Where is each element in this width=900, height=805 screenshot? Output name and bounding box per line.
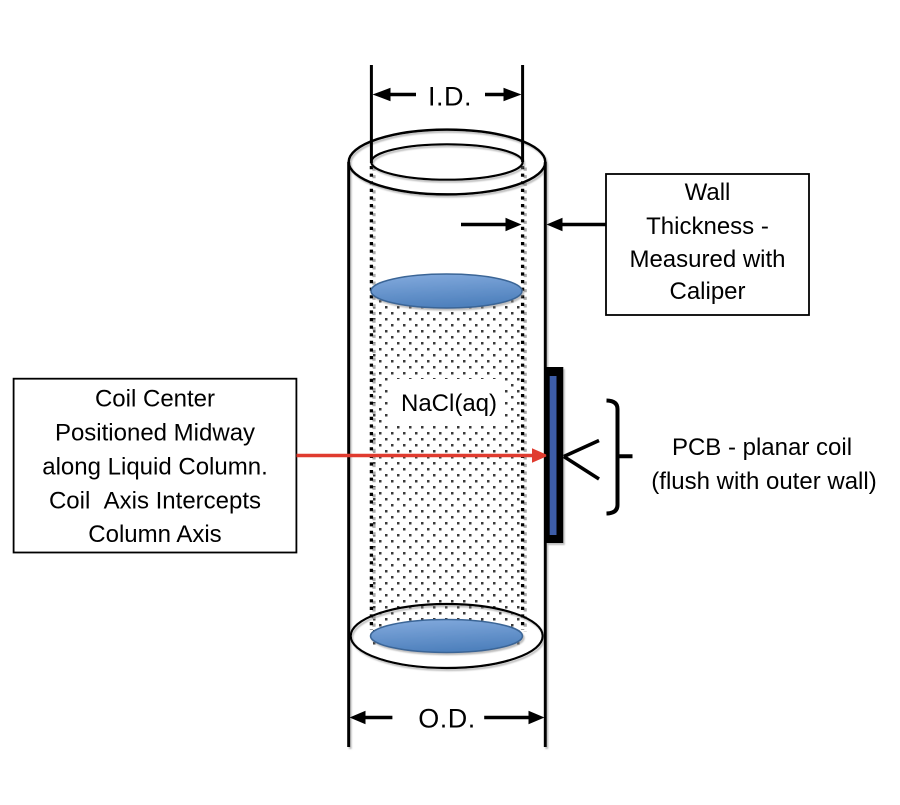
svg-text:I.D.: I.D. bbox=[428, 82, 472, 112]
svg-text:Thickness -: Thickness - bbox=[646, 213, 769, 240]
svg-text:Coil Center: Coil Center bbox=[95, 386, 215, 413]
svg-text:NaCl(aq): NaCl(aq) bbox=[401, 390, 497, 417]
svg-text:Measured with: Measured with bbox=[629, 246, 785, 273]
svg-text:(flush with outer wall): (flush with outer wall) bbox=[651, 468, 876, 495]
svg-text:Column Axis: Column Axis bbox=[88, 521, 221, 548]
svg-text:along Liquid Column.: along Liquid Column. bbox=[42, 454, 267, 481]
svg-text:O.D.: O.D. bbox=[418, 704, 476, 734]
svg-text:Coil Axis Intercepts: Coil Axis Intercepts bbox=[49, 488, 261, 515]
svg-text:Wall: Wall bbox=[685, 179, 731, 206]
svg-text:Positioned Midway: Positioned Midway bbox=[55, 420, 255, 447]
svg-text:PCB - planar coil: PCB - planar coil bbox=[672, 434, 852, 461]
svg-text:Caliper: Caliper bbox=[669, 278, 745, 305]
